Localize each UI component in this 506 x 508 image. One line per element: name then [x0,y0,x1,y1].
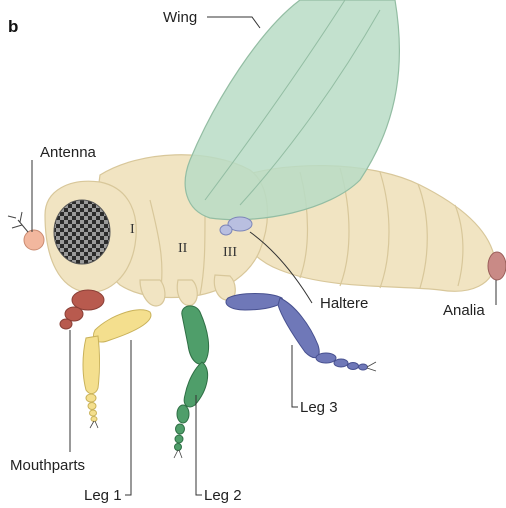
segment-ii: II [178,241,188,256]
mouthparts [60,290,104,329]
compound-eye [54,200,110,264]
haltere-label: Haltere [320,295,368,312]
leg-1 [83,310,151,428]
antenna-label: Antenna [40,144,97,161]
panel-letter: b [8,17,18,36]
mouthparts-label: Mouthparts [10,457,85,474]
leg3-label: Leg 3 [300,399,338,416]
leg-2 [174,306,209,458]
analia [488,252,506,280]
wing-label: Wing [163,9,197,26]
wing-leader [207,17,260,28]
leg2-leader [196,395,202,495]
leg3-leader [292,345,298,407]
segment-i: I [130,222,135,237]
leg1-leader [125,340,131,495]
leg2-label: Leg 2 [204,487,242,504]
leg1-label: Leg 1 [84,487,122,504]
analia-label: Analia [443,302,485,319]
head [45,181,136,292]
segment-iii: III [223,245,237,260]
antenna [8,212,44,250]
